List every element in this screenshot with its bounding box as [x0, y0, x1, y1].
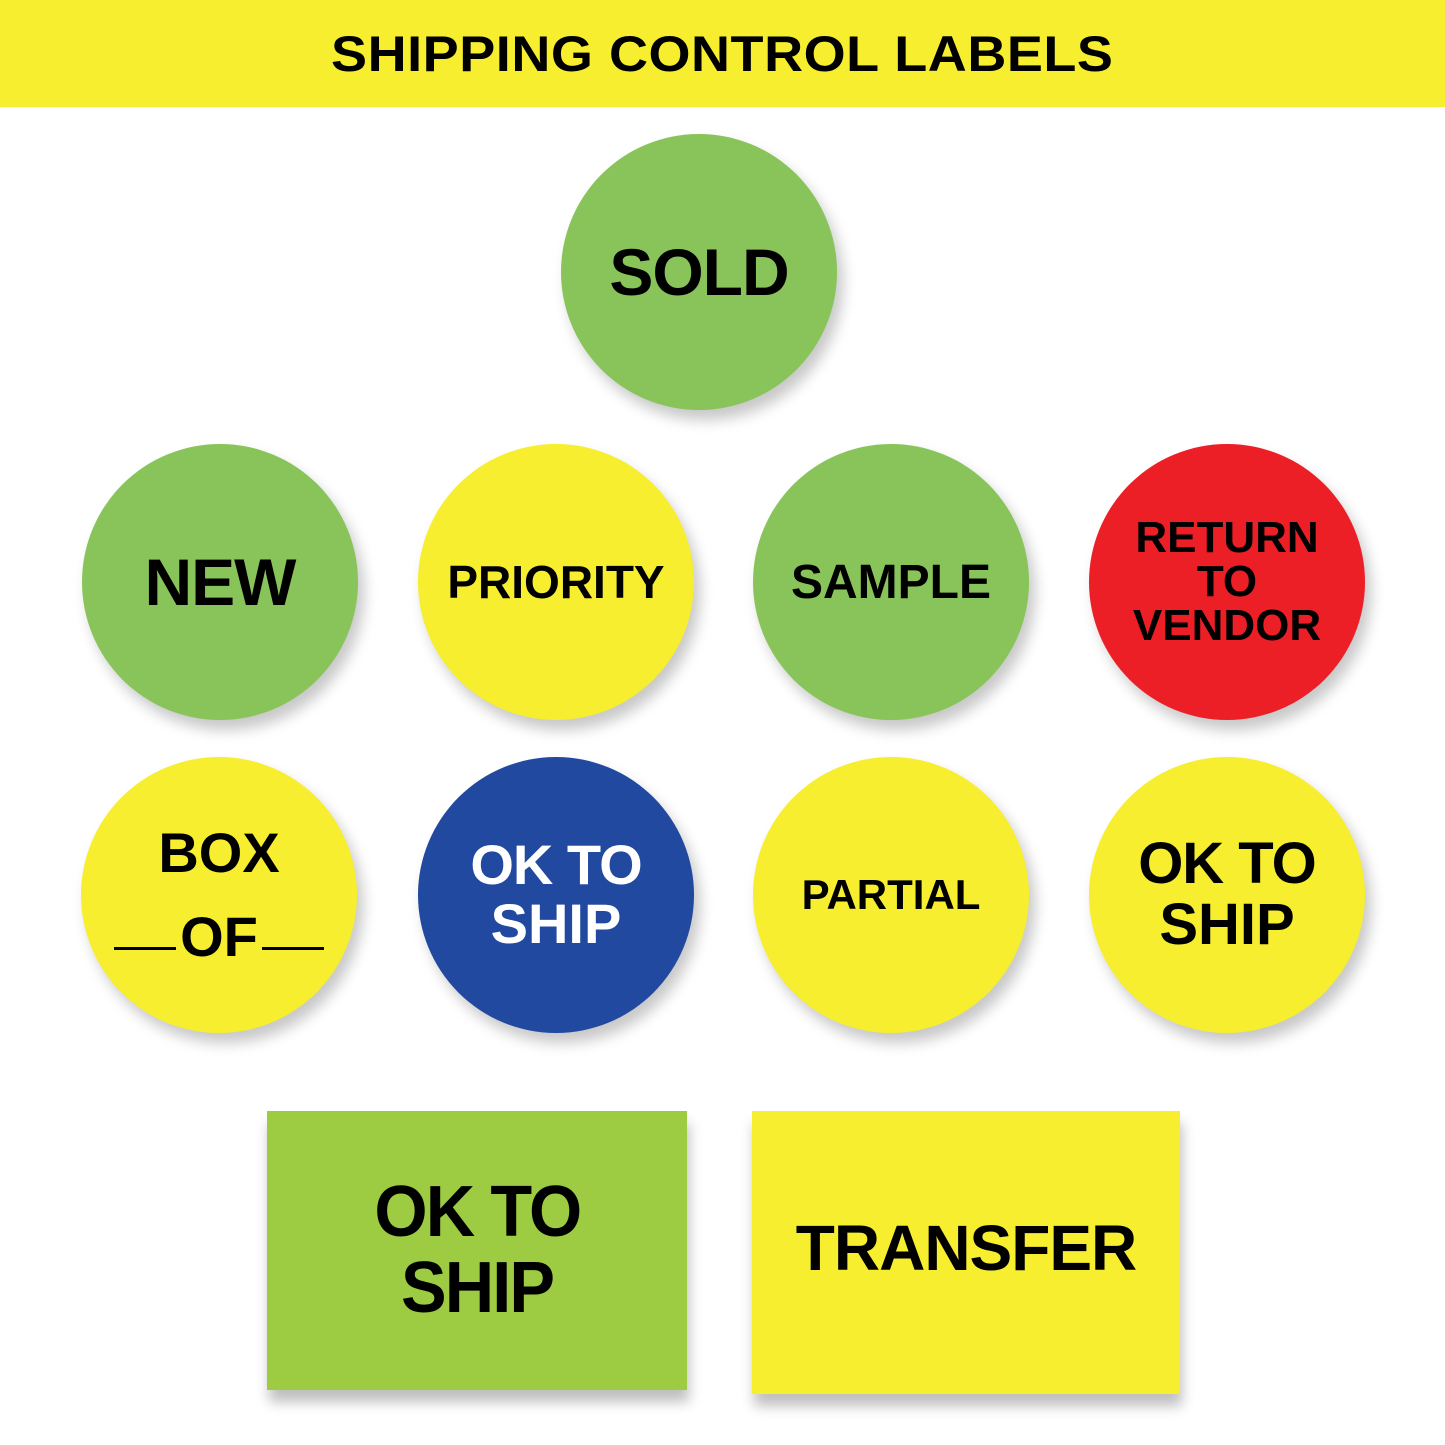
label-sample: SAMPLE [753, 444, 1029, 720]
label-text: OK TO [470, 833, 642, 897]
fill-in-blank [261, 947, 324, 950]
label-text: RETURN [1135, 513, 1319, 562]
label-return-to-vendor: RETURN TO VENDOR [1089, 444, 1365, 720]
label-transfer-rectangle: TRANSFER [752, 1111, 1180, 1394]
label-text: BOX [158, 821, 280, 884]
label-text: NEW [144, 545, 297, 619]
label-priority: PRIORITY [418, 444, 694, 720]
label-sold: SOLD [561, 134, 837, 410]
label-ok-to-ship-yellow: OK TO SHIP [1089, 757, 1365, 1033]
label-new: NEW [82, 444, 358, 720]
label-text: VENDOR [1132, 601, 1322, 650]
label-partial: PARTIAL [753, 757, 1029, 1033]
header-banner: SHIPPING CONTROL LABELS [0, 0, 1445, 107]
label-text: PARTIAL [801, 871, 981, 918]
label-text: TO [1196, 557, 1258, 606]
page-title: SHIPPING CONTROL LABELS [331, 25, 1114, 82]
label-text: SHIP [1159, 892, 1295, 957]
label-text: SOLD [609, 235, 789, 309]
label-of-row: OF [110, 909, 328, 965]
label-text: OK TO [1138, 831, 1317, 897]
label-text: SAMPLE [790, 555, 991, 609]
label-text: OF [180, 905, 258, 968]
label-text: SHIP [490, 892, 622, 955]
label-ok-to-ship-rectangle: OK TO SHIP [267, 1111, 687, 1390]
label-ok-to-ship-blue: OK TO SHIP [418, 757, 694, 1033]
label-text: OK TO [374, 1171, 582, 1252]
label-box-of: BOX OF [81, 757, 357, 1033]
fill-in-blank [114, 947, 177, 950]
label-text: PRIORITY [447, 556, 665, 608]
label-text: SHIP [400, 1247, 555, 1328]
label-text: TRANSFER [795, 1211, 1137, 1284]
